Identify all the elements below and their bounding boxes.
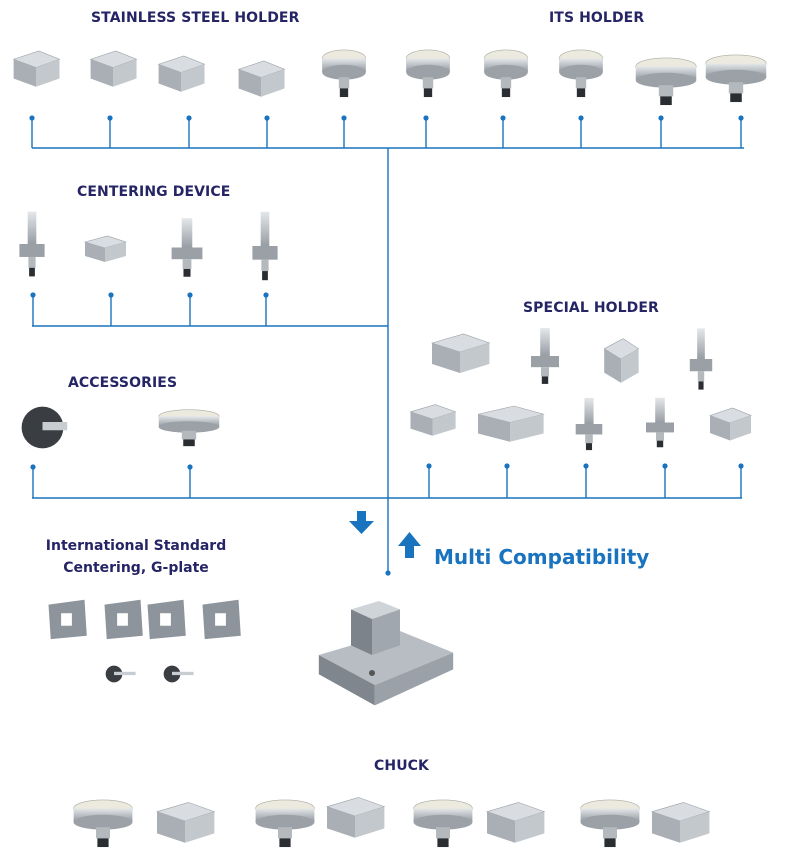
international-title-line1: International Standard xyxy=(45,538,227,554)
special-item-0-dot xyxy=(426,463,432,469)
its-holder-title: ITS HOLDER xyxy=(549,10,645,26)
chuck-7-icon xyxy=(650,802,711,843)
chuck-4-icon xyxy=(413,799,473,848)
its-holder-0-icon xyxy=(321,49,367,98)
drawbar-0-icon xyxy=(105,665,136,683)
its-holder-3-icon xyxy=(558,49,604,98)
centering-device-0-icon xyxy=(19,211,45,277)
special-holder-4-icon xyxy=(409,404,457,436)
chuck-5-icon xyxy=(485,802,546,843)
its-holder-4-icon xyxy=(635,57,697,106)
special-item-4-dot xyxy=(738,463,744,469)
arrow-up-icon xyxy=(398,532,421,558)
g-plate-2-icon xyxy=(147,599,186,640)
centering-item-0-dot xyxy=(30,292,36,298)
arrow-down-icon xyxy=(349,511,374,534)
top-item-5-dot xyxy=(423,115,429,121)
g-plate-0-icon xyxy=(48,599,87,640)
accessory-item-1-dot xyxy=(187,464,193,470)
g-plate-3-icon xyxy=(202,599,241,640)
centering-item-2-dot xyxy=(187,292,193,298)
stainless-holder-1-icon xyxy=(89,50,138,87)
top-item-4-dot xyxy=(341,115,347,121)
chuck-0-icon xyxy=(73,799,133,848)
chuck-3-icon xyxy=(325,797,386,838)
multi-compatibility-label: Multi Compatibility xyxy=(434,545,650,569)
centering-device-1-icon xyxy=(83,235,128,262)
special-holder-5-icon xyxy=(477,405,545,442)
chuck-6-icon xyxy=(580,799,640,848)
multi-compatibility-holder-icon xyxy=(318,601,454,706)
top-item-8-dot xyxy=(658,115,664,121)
accessories-title: ACCESSORIES xyxy=(68,375,178,391)
accessory-item-0-dot xyxy=(30,464,36,470)
its-holder-1-icon xyxy=(405,49,451,98)
its-holder-5-icon xyxy=(705,54,767,103)
special-holder-2-icon xyxy=(603,338,640,383)
top-item-2-dot xyxy=(186,115,192,121)
top-item-9-dot xyxy=(738,115,744,121)
chuck-title: CHUCK xyxy=(374,758,429,774)
special-item-3-dot xyxy=(662,463,668,469)
accessory-1-icon xyxy=(158,409,220,447)
stainless-holder-0-icon xyxy=(12,50,61,87)
centering-device-2-icon xyxy=(171,218,203,277)
special-item-1-dot xyxy=(504,463,510,469)
connector-lines xyxy=(32,147,744,572)
top-item-1-dot xyxy=(107,115,113,121)
stainless-holder-3-icon xyxy=(237,60,286,97)
g-plate-1-icon xyxy=(104,599,143,640)
international-title-line2: Centering, G-plate xyxy=(63,560,209,576)
special-holder-0-icon xyxy=(430,333,491,373)
special-item-2-dot xyxy=(583,463,589,469)
special-holder-8-icon xyxy=(709,407,752,441)
top-item-6-dot xyxy=(500,115,506,121)
special-holder-7-icon xyxy=(646,397,674,448)
special-holder-1-icon xyxy=(531,328,559,384)
special-holder-6-icon xyxy=(575,397,603,451)
centering-item-3-dot xyxy=(263,292,269,298)
centering-item-1-dot xyxy=(108,292,114,298)
stainless-steel-holder-title: STAINLESS STEEL HOLDER xyxy=(91,10,300,26)
chuck-1-icon xyxy=(155,802,216,843)
special-holder-title: SPECIAL HOLDER xyxy=(523,300,659,316)
top-item-3-dot xyxy=(264,115,270,121)
chuck-2-icon xyxy=(255,799,315,848)
its-holder-2-icon xyxy=(483,49,529,98)
drawbar-1-icon xyxy=(163,665,194,683)
centering-device-title: CENTERING DEVICE xyxy=(77,184,231,200)
accessory-0-icon xyxy=(21,406,68,449)
centering-device-3-icon xyxy=(252,211,278,281)
top-item-0-dot xyxy=(29,115,35,121)
special-holder-3-icon xyxy=(689,328,713,390)
top-item-7-dot xyxy=(578,115,584,121)
international-standard-title: International Standard Centering, G-plat… xyxy=(36,535,236,579)
stainless-holder-2-icon xyxy=(157,55,206,92)
trunk-end-dot xyxy=(385,570,391,576)
